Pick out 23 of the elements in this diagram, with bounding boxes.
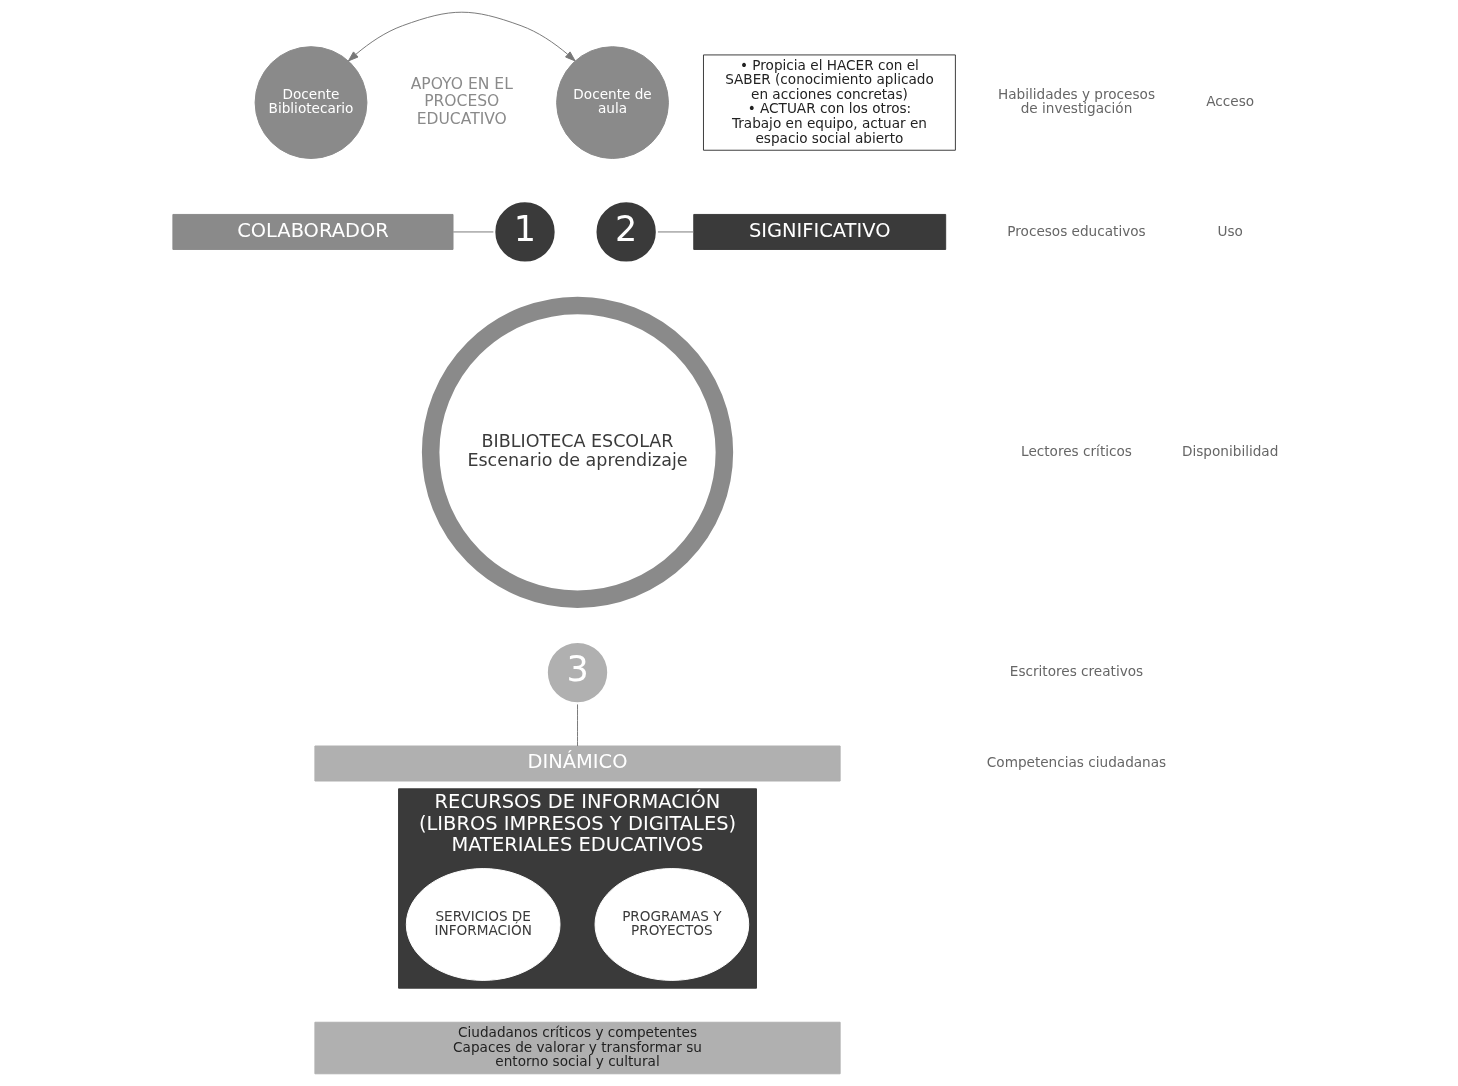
node-box: COLABORADOR: [171, 213, 453, 250]
label: Escritores creativos: [1009, 663, 1143, 680]
label: Procesos educativos: [1006, 222, 1146, 239]
label: Uso: [1216, 222, 1243, 239]
node-box: SIGNIFICATIVO: [692, 213, 946, 250]
label: Competencias ciudadanas: [986, 754, 1166, 771]
connector: [576, 703, 578, 747]
label: Acceso: [1205, 93, 1254, 110]
label: Lectores críticos: [1020, 442, 1132, 459]
node-ellipse: SERVICIOS DE INFORMACIÓN: [405, 868, 560, 981]
label: APOYO EN EL PROCESO EDUCATIVO: [410, 74, 513, 128]
node-box: Ciudadanos críticos y competentes Capaces de valorar y transformar su entorno social y cultural: [313, 1021, 841, 1075]
arrow: [347, 11, 576, 62]
connector: [452, 231, 494, 233]
node-box: DINÁMICO: [313, 745, 841, 782]
node-ellipse: PROGRAMAS Y PROYECTOS: [594, 868, 749, 981]
node-circle: Docente Bibliotecario: [254, 46, 367, 159]
connector: [656, 231, 694, 233]
label: Disponibilidad: [1181, 442, 1278, 459]
node-box: • Propicia el HACER con el SABER (conocimiento aplicado en acciones concretas) • ACTUAR con los otros: Trabajo en equipo, actuar en espacio social abierto: [702, 54, 956, 151]
node-circle: Docente de aula: [555, 46, 669, 159]
label: Habilidades y procesos de investigación: [997, 85, 1155, 117]
node-circle: BIBLIOTECA ESCOLAR Escenario de aprendizaje: [421, 296, 733, 608]
